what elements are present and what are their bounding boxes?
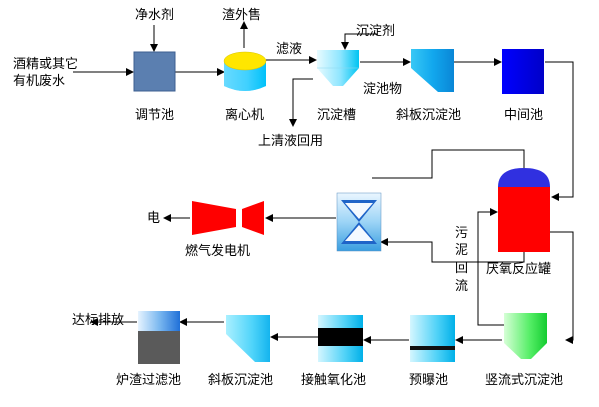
yupu-tank [410, 315, 455, 362]
flow-lines [73, 21, 574, 344]
sludge-return-char-1: 污 [455, 226, 469, 241]
tiaojie-tank [133, 51, 176, 92]
biogas-line [372, 149, 525, 179]
supernatant-label: 上清液回用 [258, 134, 324, 149]
sediment-label: 淀池物 [363, 82, 403, 97]
filtrate-label: 滤液 [276, 42, 303, 57]
zhongjian-to-yanyang [545, 61, 574, 201]
xieban-top-label: 斜板沉淀池 [396, 108, 462, 123]
precipitant-label: 沉淀剂 [356, 24, 396, 39]
heat-exchanger [336, 192, 382, 252]
jiechu-label: 接触氧化池 [301, 373, 367, 388]
xieban-bottom-label: 斜板沉淀池 [208, 373, 274, 388]
yupu-label: 预曝池 [409, 373, 449, 388]
zhongjian-tank [502, 49, 544, 94]
electricity-label: 电 [147, 211, 161, 226]
yanyang-to-shuliu [550, 231, 574, 344]
sludge-return-char-3: 回 [455, 261, 469, 276]
zhongjian-label: 中间池 [504, 108, 544, 123]
shuliu-tank [504, 313, 547, 359]
centrifuge-label: 离心机 [225, 108, 265, 123]
sludge-return-arrow [477, 208, 504, 326]
generator [192, 201, 264, 235]
sludge-return-char-4: 流 [455, 279, 469, 294]
tiaojie-label: 调节池 [135, 108, 175, 123]
yanyang-label: 厌氧反应罐 [486, 262, 552, 277]
feed-label-line2: 有机废水 [13, 74, 66, 89]
jiechu-tank [318, 315, 363, 362]
precipitant-arrow [341, 33, 377, 50]
generator-label: 燃气发电机 [185, 244, 251, 259]
chendian-cao-label: 沉淀槽 [317, 108, 357, 123]
shuliu-label: 竖流式沉淀池 [485, 373, 564, 388]
chendian-cao-tank [317, 50, 359, 86]
luzha-label: 炉渣过滤池 [116, 373, 182, 388]
yanyang-reactor [498, 168, 550, 252]
slag-label: 渣外售 [222, 8, 262, 23]
luzha-tank [138, 311, 180, 364]
centrifuge [223, 51, 267, 91]
discharge-label: 达标排放 [72, 313, 125, 328]
coagulant-label: 净水剂 [135, 8, 175, 23]
feed-label-line1: 酒精或其它 [13, 57, 79, 72]
heat-return-arrow [380, 238, 525, 263]
sludge-return-char-2: 泥 [455, 243, 469, 258]
xieban-bottom-tank [226, 315, 270, 362]
supernatant-arrow [289, 78, 313, 127]
xieban-top-tank [411, 49, 454, 92]
